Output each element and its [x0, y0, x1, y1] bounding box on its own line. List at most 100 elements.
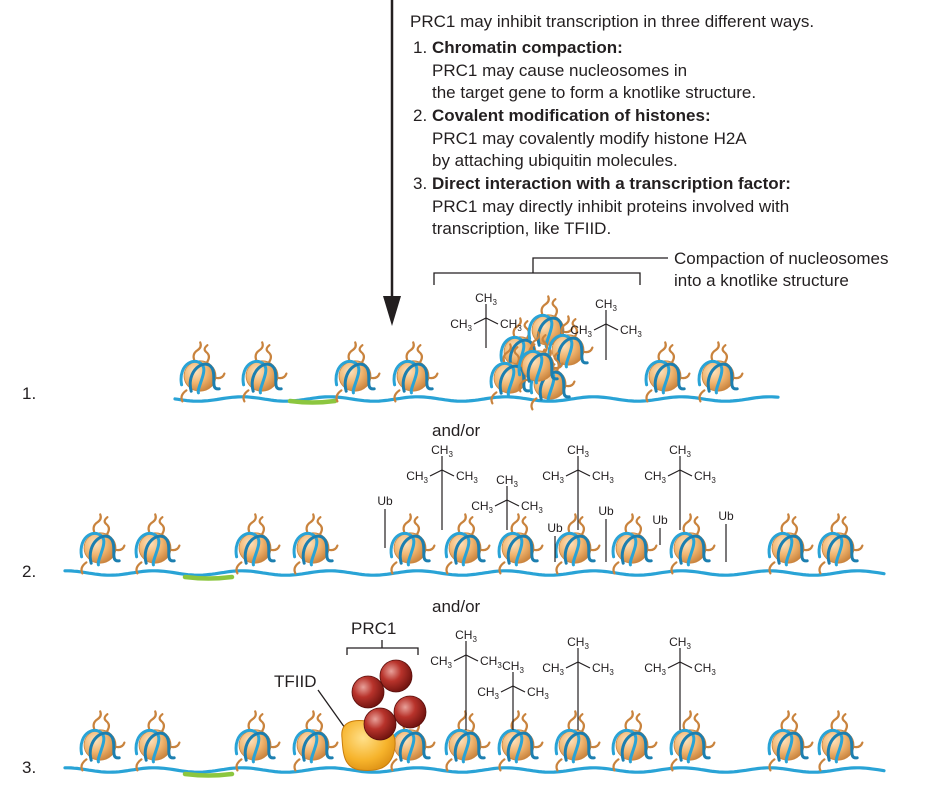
compaction-bracket: [433, 257, 668, 285]
row2-methyl-1: [429, 456, 455, 530]
mechanism-2-title: Covalent modification of histones:: [432, 106, 711, 125]
row-label-2: 2.: [22, 562, 37, 581]
row2-nucleosome-9: [611, 513, 658, 575]
row1-compact-nucleosome-6: [517, 331, 564, 393]
row3-nucleosome-12: [817, 710, 864, 772]
row2-nucleosome-3: [234, 513, 281, 575]
row2-ub-4: Ub: [652, 513, 668, 527]
dna-layer: [63, 295, 886, 778]
row3-methyl-2-right: CH3: [527, 685, 549, 701]
row2-ub-2: Ub: [547, 521, 563, 535]
row2-methyl-3-top: CH3: [567, 443, 589, 459]
row3-methyl-2: [500, 672, 526, 730]
compaction-label-line-1: Compaction of nucleosomes: [674, 249, 889, 268]
connector-and-or-1: and/or: [432, 421, 481, 440]
row1-gene-segment: [287, 398, 338, 405]
row3-methyl-1-top: CH3: [455, 628, 477, 644]
row2-methyl-4: [667, 456, 693, 530]
row1-methyl-left-top: CH3: [475, 291, 497, 307]
row3-methyl-1-right: CH3: [480, 654, 502, 670]
intro-text: PRC1 may inhibit transcription in three …: [410, 12, 815, 31]
mechanism-2-line-1: PRC1 may covalently modify histone H2A: [432, 129, 747, 148]
row2-nucleosome-5: [389, 513, 436, 575]
down-arrow-head: [383, 296, 401, 326]
row-label-1: 1.: [22, 384, 37, 403]
row2-ub-3: Ub: [598, 504, 614, 518]
row1-methyl-right-right: CH3: [620, 323, 642, 339]
row3-nucleosome-7: [497, 710, 544, 772]
row1-compact-nucleosome-4: [489, 343, 536, 405]
row3-nucleosome-2: [134, 710, 181, 772]
compaction-label-line-2: into a knotlike structure: [674, 271, 849, 290]
row2-methyl-2: [494, 486, 520, 530]
brackets: [317, 257, 668, 736]
mechanism-1-line-1: PRC1 may cause nucleosomes in: [432, 61, 688, 80]
row3-methyl-4: [667, 648, 693, 730]
mechanism-1-line-2: the target gene to form a knotlike struc…: [432, 83, 757, 102]
row1-nucleosome-3: [334, 341, 381, 403]
row3-nucleosome-3: [234, 710, 281, 772]
row3-nucleosome-10: [669, 710, 716, 772]
mechanism-3-title: Direct interaction with a transcription …: [432, 174, 791, 193]
row2-methyl-2-top: CH3: [496, 473, 518, 489]
row1-dna: [173, 395, 780, 403]
mechanism-1-title: Chromatin compaction:: [432, 38, 623, 57]
row2-methyl-1-right: CH3: [456, 469, 478, 485]
row1-methyl-left-right: CH3: [500, 317, 522, 333]
mechanism-2-line-2: by attaching ubiquitin molecules.: [432, 151, 678, 170]
row2-methyl-4-top: CH3: [669, 443, 691, 459]
prc1-layer: [341, 659, 427, 771]
row3-methyl-4-left: CH3: [644, 661, 666, 677]
row3-nucleosome-1: [79, 710, 126, 772]
row2-nucleosome-11: [767, 513, 814, 575]
row3-methyl-4-top: CH3: [669, 635, 691, 651]
row1-nucleosome-1: [179, 341, 226, 403]
row3-methyl-1-left: CH3: [430, 654, 452, 670]
row2-methyl-3-right: CH3: [592, 469, 614, 485]
prc1-subunit-1: [351, 675, 385, 709]
prc1-subunit-2: [379, 659, 413, 693]
row2-gene-segment: [182, 574, 235, 581]
prc1-label: PRC1: [351, 619, 397, 638]
prc1-bracket: [346, 640, 419, 655]
row1-nucleosome-2: [241, 341, 288, 403]
row1-methyl-left-left: CH3: [450, 317, 472, 333]
row3-nucleosome-11: [767, 710, 814, 772]
tfiid-label: TFIID: [274, 672, 317, 691]
row2-methyl-2-left: CH3: [471, 499, 493, 515]
row3-methyl-2-left: CH3: [477, 685, 499, 701]
row3-methyl-3-top: CH3: [567, 635, 589, 651]
row3-dna: [63, 766, 886, 774]
row2-methyl-2-right: CH3: [521, 499, 543, 515]
row1-methyl-right: [593, 310, 619, 360]
row2-nucleosome-8: [554, 513, 601, 575]
row2-methyl-4-left: CH3: [644, 469, 666, 485]
row3-methyl-4-right: CH3: [694, 661, 716, 677]
row2-ub-1: Ub: [377, 494, 393, 508]
row2-nucleosome-12: [817, 513, 864, 575]
row3-methyl-2-top: CH3: [502, 659, 524, 675]
row2-nucleosome-7: [497, 513, 544, 575]
mechanism-3-number: 3.: [413, 174, 428, 193]
connector-and-or-2: and/or: [432, 597, 481, 616]
row2-methyl-1-top: CH3: [431, 443, 453, 459]
row2-nucleosome-6: [444, 513, 491, 575]
row3-methyl-1: [453, 641, 479, 730]
row3-gene-segment: [182, 771, 235, 778]
mechanism-3-line-2: transcription, like TFIID.: [432, 219, 612, 238]
mechanism-2-number: 2.: [413, 106, 428, 125]
row3-methyl-3-right: CH3: [592, 661, 614, 677]
row1-nucleosome-4: [392, 341, 439, 403]
row2-methyl-1-left: CH3: [406, 469, 428, 485]
row3-nucleosome-6: [444, 710, 491, 772]
row1-nucleosome-5: [644, 341, 691, 403]
row3-methyl-3: [565, 648, 591, 730]
row2-nucleosome-4: [292, 513, 339, 575]
prc1-subunit-4: [393, 695, 427, 729]
row2-methyl-3: [565, 456, 591, 530]
row1-nucleosome-6: [697, 341, 744, 403]
